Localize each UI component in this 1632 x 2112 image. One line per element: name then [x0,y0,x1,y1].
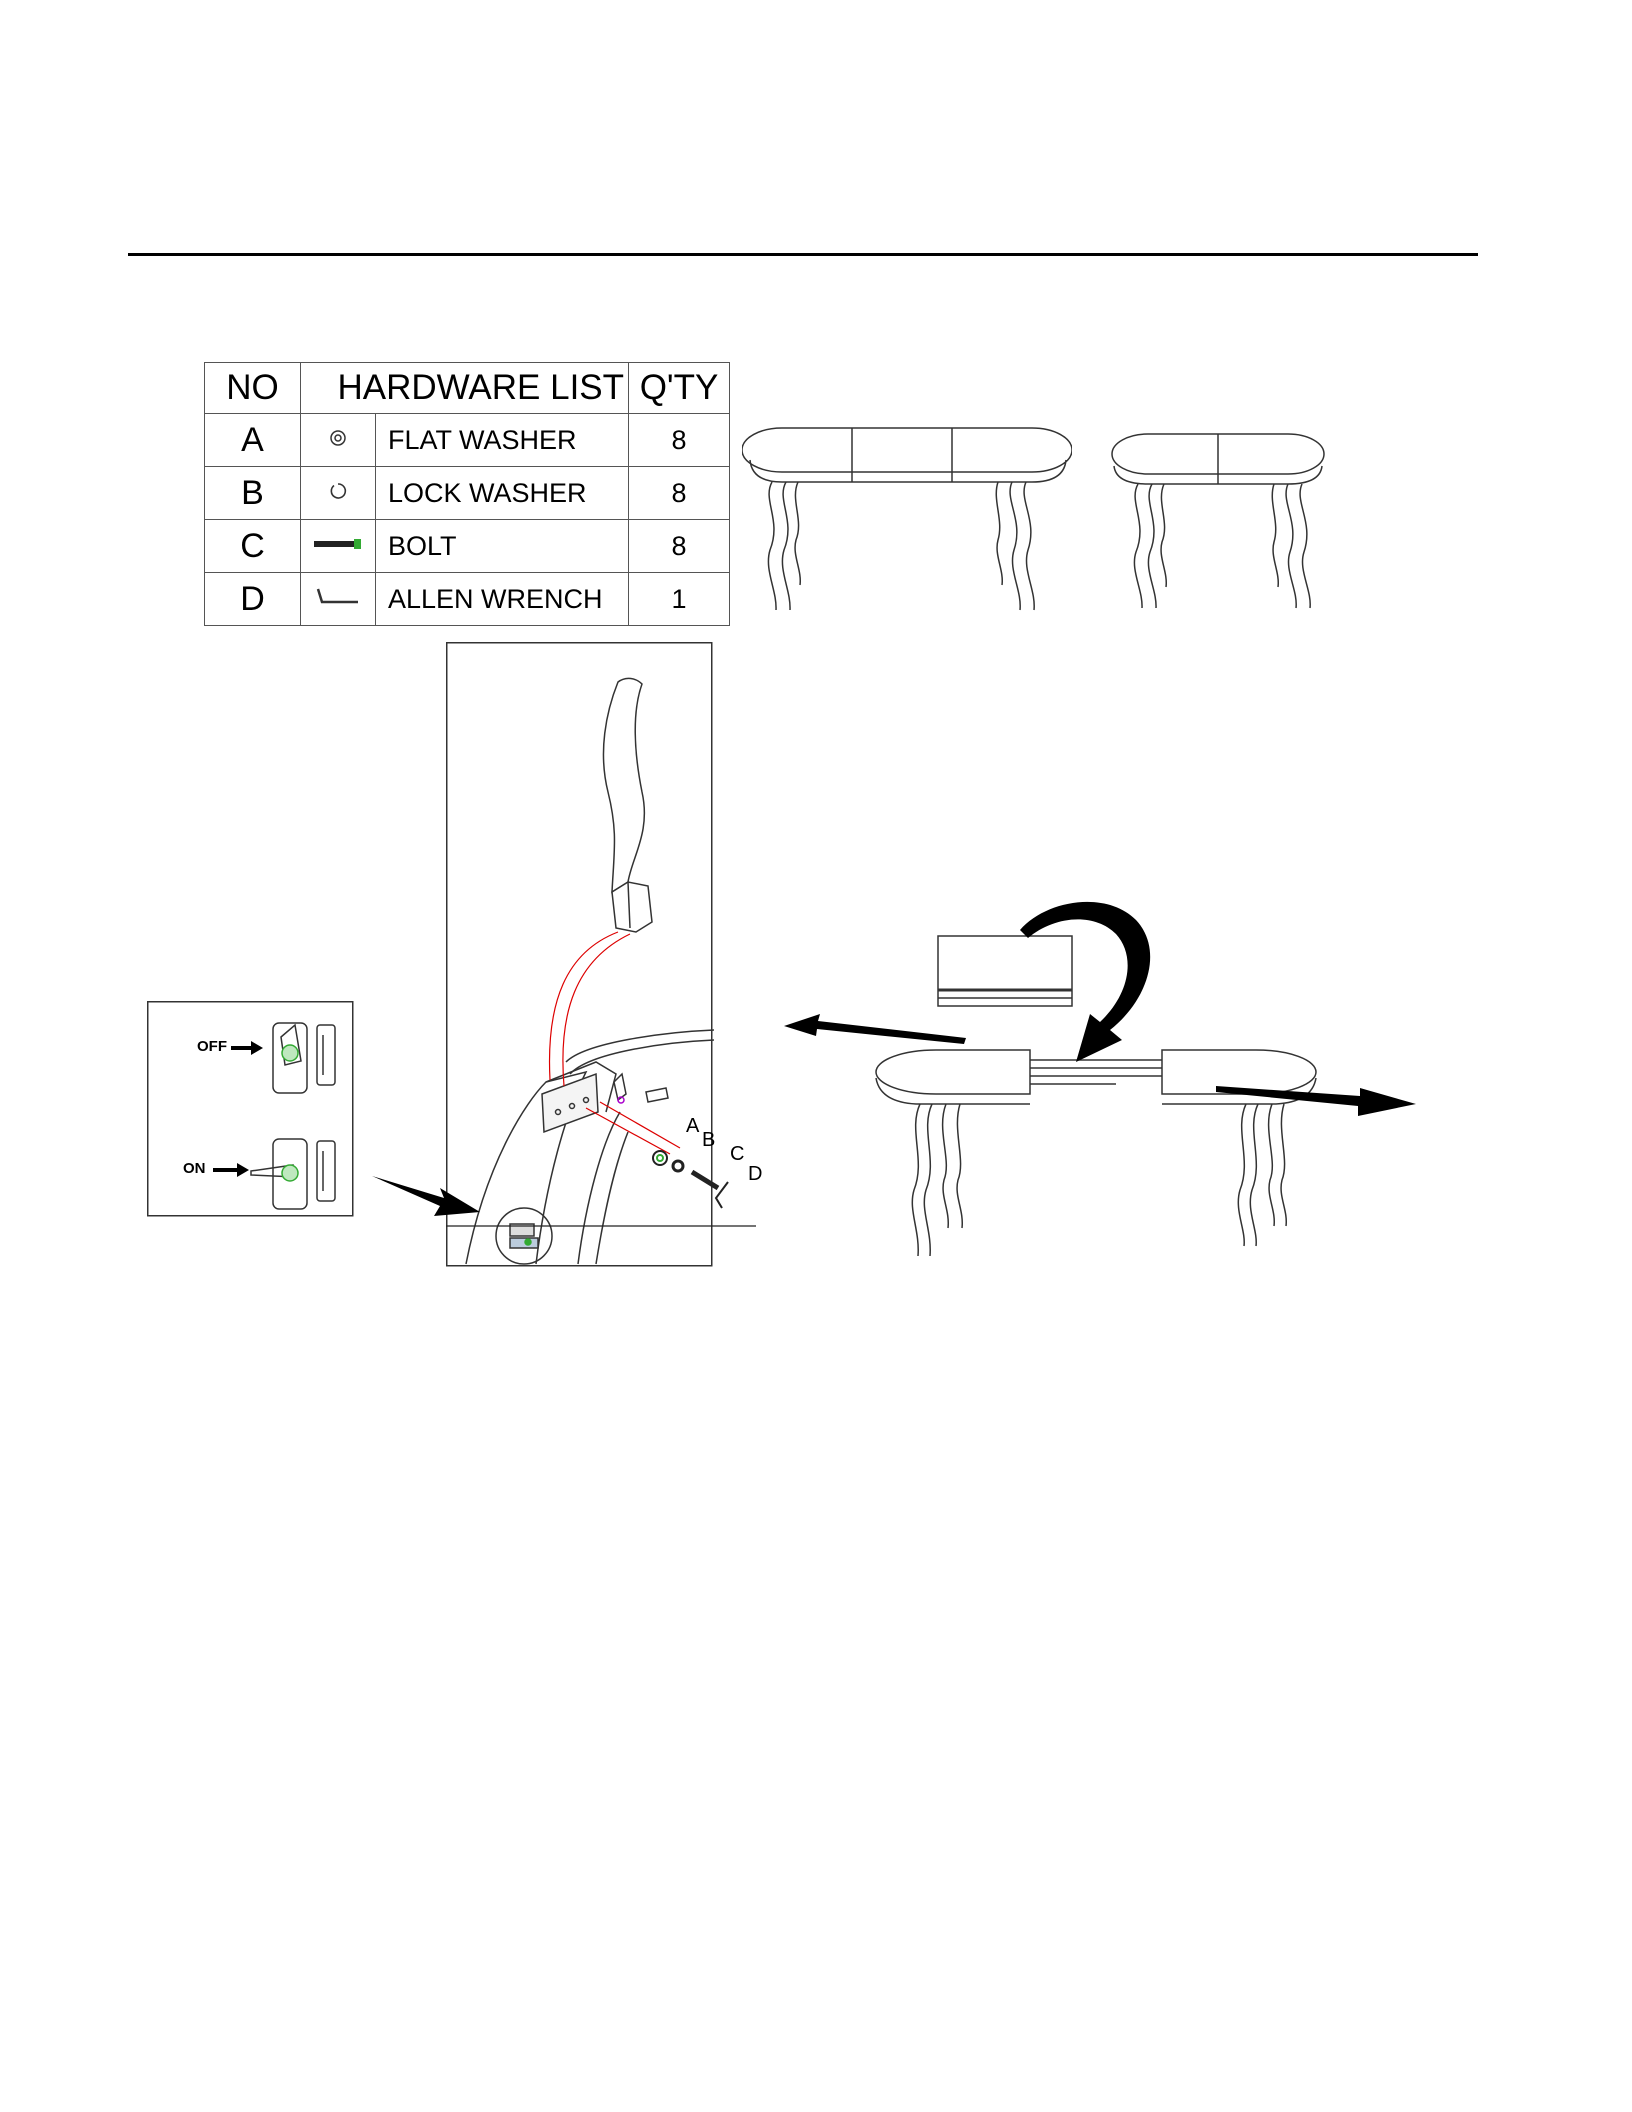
table-row: A FLAT WASHER 8 [205,414,730,467]
callout-c: C [730,1143,744,1165]
header-hardware-list: HARDWARE LIST [301,363,629,414]
row-name: ALLEN WRENCH [376,573,629,626]
row-qty: 1 [629,573,730,626]
row-name: LOCK WASHER [376,467,629,520]
hardware-list-table: NO HARDWARE LIST Q'TY A FLAT WASHER 8 B … [204,362,730,626]
compact-table-illustration [1108,430,1328,620]
allen-wrench-icon [314,595,362,612]
row-qty: 8 [629,414,730,467]
arrow-left-icon [784,1014,966,1044]
table-row: C BOLT 8 [205,520,730,573]
extended-table-illustration [742,420,1072,620]
leg-assembly-detail: A B C D [446,642,766,1268]
bolt-icon [312,538,364,555]
pointer-arrow-icon [368,1168,488,1228]
leaf-insertion-illustration [776,890,1456,1270]
table-row: D ALLEN WRENCH 1 [205,573,730,626]
arrow-right-icon [1216,1086,1416,1116]
callout-a: A [686,1115,700,1137]
callout-d: D [748,1163,762,1185]
row-name: BOLT [376,520,629,573]
header-rule [128,253,1478,256]
row-no: A [205,414,301,467]
row-qty: 8 [629,467,730,520]
row-name: FLAT WASHER [376,414,629,467]
row-no: B [205,467,301,520]
table-row: B LOCK WASHER 8 [205,467,730,520]
flat-washer-icon [328,435,348,452]
row-no: D [205,573,301,626]
table-header-row: NO HARDWARE LIST Q'TY [205,363,730,414]
row-qty: 8 [629,520,730,573]
on-label: ON [183,1160,206,1177]
callout-b: B [702,1129,715,1151]
header-no: NO [205,363,301,414]
lock-washer-icon [328,488,348,505]
switch-detail-box: OFF ON [147,1001,357,1219]
off-label: OFF [197,1038,227,1055]
header-qty: Q'TY [629,363,730,414]
row-no: C [205,520,301,573]
